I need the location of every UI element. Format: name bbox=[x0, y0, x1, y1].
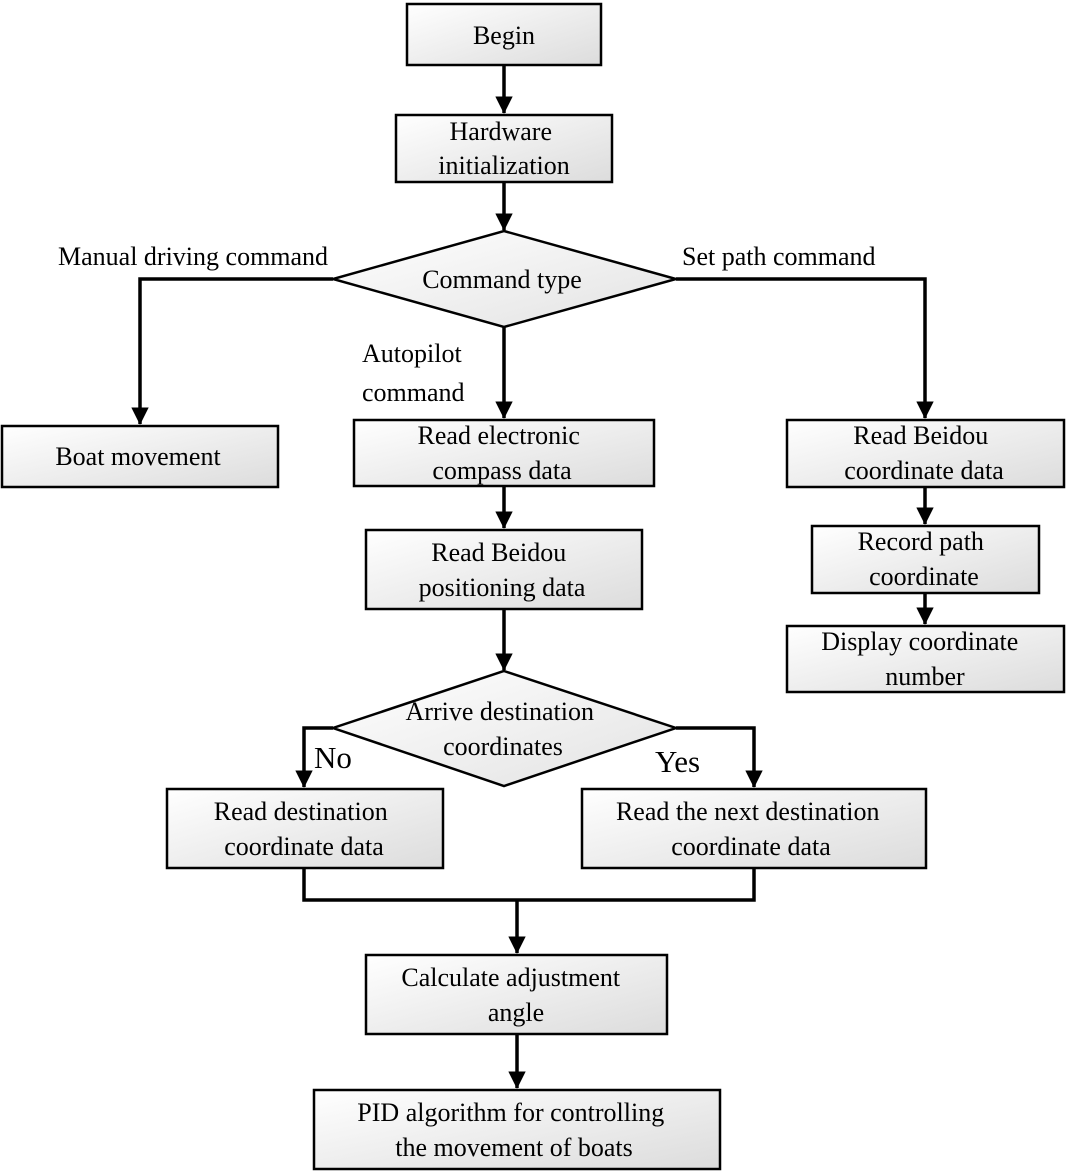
decision-arrive-destination-text: Arrive destination coordinates bbox=[406, 697, 601, 761]
node-record-path-coordinate: Record path coordinate bbox=[810, 524, 1041, 595]
node-hardware-initialization: Hardware initialization bbox=[394, 113, 614, 184]
node-read-electronic-compass: Read electronic compass data bbox=[352, 418, 656, 488]
node-calculate-adjustment-angle-text: Calculate adjustment angle bbox=[401, 963, 626, 1027]
node-display-coordinate-number: Display coordinate number bbox=[785, 624, 1066, 694]
node-read-beidou-positioning-text: Read Beidou positioning data bbox=[419, 538, 586, 602]
decision-arrive-destination: Arrive destination coordinates bbox=[329, 669, 680, 788]
edge-set-path bbox=[676, 277, 934, 419]
node-read-destination: Read destination coordinate data bbox=[165, 787, 445, 870]
node-read-beidou-coordinate-text: Read Beidou coordinate data bbox=[844, 421, 1004, 485]
edge-no bbox=[295, 726, 333, 788]
node-begin: Begin bbox=[405, 2, 603, 67]
node-read-beidou-coordinate: Read Beidou coordinate data bbox=[785, 418, 1066, 489]
node-record-path-coordinate-text: Record path coordinate bbox=[858, 527, 991, 591]
node-hardware-initialization-text: Hardware initialization bbox=[438, 117, 569, 180]
node-read-beidou-positioning: Read Beidou positioning data bbox=[364, 528, 644, 611]
label-manual-driving-command: Manual driving command bbox=[58, 242, 328, 271]
label-no: No bbox=[314, 740, 352, 775]
node-calculate-adjustment-angle: Calculate adjustment angle bbox=[364, 953, 669, 1036]
node-pid-algorithm: PID algorithm for controlling the moveme… bbox=[312, 1088, 722, 1171]
node-boat-movement-text: Boat movement bbox=[55, 442, 221, 471]
decision-command-type: Command type bbox=[328, 229, 681, 329]
edge-merge bbox=[302, 868, 756, 902]
label-autopilot-command: Autopilot command bbox=[362, 339, 468, 407]
node-read-next-destination-text: Read the next destination coordinate dat… bbox=[616, 797, 886, 861]
label-set-path-command: Set path command bbox=[682, 242, 876, 271]
edge-manual bbox=[131, 277, 333, 425]
edge-yes bbox=[676, 726, 763, 788]
decision-command-type-text: Command type bbox=[422, 265, 582, 294]
node-boat-movement: Boat movement bbox=[0, 424, 280, 489]
node-display-coordinate-number-text: Display coordinate number bbox=[821, 627, 1025, 691]
node-read-next-destination: Read the next destination coordinate dat… bbox=[580, 787, 928, 870]
node-read-destination-text: Read destination coordinate data bbox=[214, 797, 395, 861]
node-begin-text: Begin bbox=[473, 21, 535, 50]
node-pid-algorithm-text: PID algorithm for controlling the moveme… bbox=[357, 1098, 670, 1162]
edge-labels: Manual driving command Set path command … bbox=[58, 242, 876, 779]
connectors bbox=[131, 65, 934, 1089]
label-yes: Yes bbox=[655, 744, 700, 779]
node-read-electronic-compass-text: Read electronic compass data bbox=[418, 421, 587, 485]
